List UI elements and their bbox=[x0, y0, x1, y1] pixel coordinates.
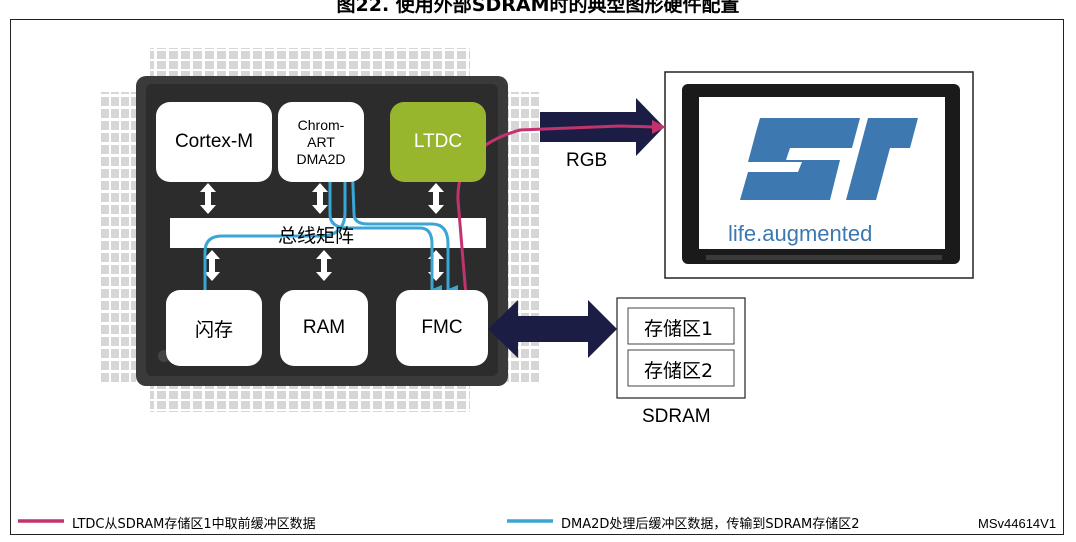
cortex-m-label: Cortex-M bbox=[174, 131, 254, 152]
st-logo-icon bbox=[740, 118, 918, 200]
arrow-cortex-bus bbox=[200, 183, 216, 214]
ltdc-block: LTDC bbox=[390, 102, 486, 182]
dma2d-label-line3: DMA2D bbox=[296, 150, 346, 167]
fmc-label: FMC bbox=[421, 317, 463, 338]
flash-block: 闪存 bbox=[166, 290, 262, 366]
ram-block: RAM bbox=[280, 290, 368, 366]
dma2d-label-line1: Chrom- bbox=[297, 116, 345, 133]
dma2d-block: Chrom- ART DMA2D bbox=[278, 102, 364, 182]
display-logo-text: life.augmented bbox=[728, 221, 873, 246]
arrow-bus-ram bbox=[316, 250, 332, 281]
arrow-dma2d-bus bbox=[312, 183, 328, 214]
ltdc-path-arrowhead bbox=[652, 120, 666, 134]
legend-ltdc-text: LTDC从SDRAM存储区1中取前缓冲区数据 bbox=[72, 517, 316, 532]
sdram-label: SDRAM bbox=[642, 406, 711, 427]
sdram-bank1-label: 存储区1 bbox=[644, 318, 714, 340]
bus-matrix-label: 总线矩阵 bbox=[278, 225, 355, 247]
dma2d-label-line2: ART bbox=[307, 133, 335, 150]
ram-label: RAM bbox=[302, 317, 346, 338]
legend-dma2d-text: DMA2D处理后缓冲区数据，传输到SDRAM存储区2 bbox=[561, 517, 860, 532]
chip-pins-top bbox=[150, 48, 470, 78]
chip-pins-left bbox=[100, 92, 136, 382]
arrow-ltdc-bus bbox=[428, 183, 444, 214]
chip-pins-bottom bbox=[150, 382, 470, 412]
flash-label: 闪存 bbox=[194, 318, 233, 341]
fmc-sdram-double-arrow bbox=[488, 300, 617, 358]
sdram-bank1-box bbox=[627, 307, 735, 345]
ltdc-label: LTDC bbox=[413, 131, 463, 152]
sdram-bank2-label: 存储区2 bbox=[644, 360, 714, 382]
figure-frame bbox=[10, 19, 1064, 535]
sdram-bank2-box bbox=[627, 349, 735, 387]
fmc-block: FMC bbox=[396, 290, 488, 366]
display-stand bbox=[706, 255, 942, 260]
cortex-m-block: Cortex-M bbox=[156, 102, 272, 182]
figure-title: 图22. 使用外部SDRAM时的典型图形硬件配置 bbox=[336, 0, 740, 16]
figure-id: MSv44614V1 bbox=[978, 516, 1057, 531]
arrow-bus-flash bbox=[204, 250, 220, 281]
rgb-label: RGB bbox=[566, 150, 608, 171]
